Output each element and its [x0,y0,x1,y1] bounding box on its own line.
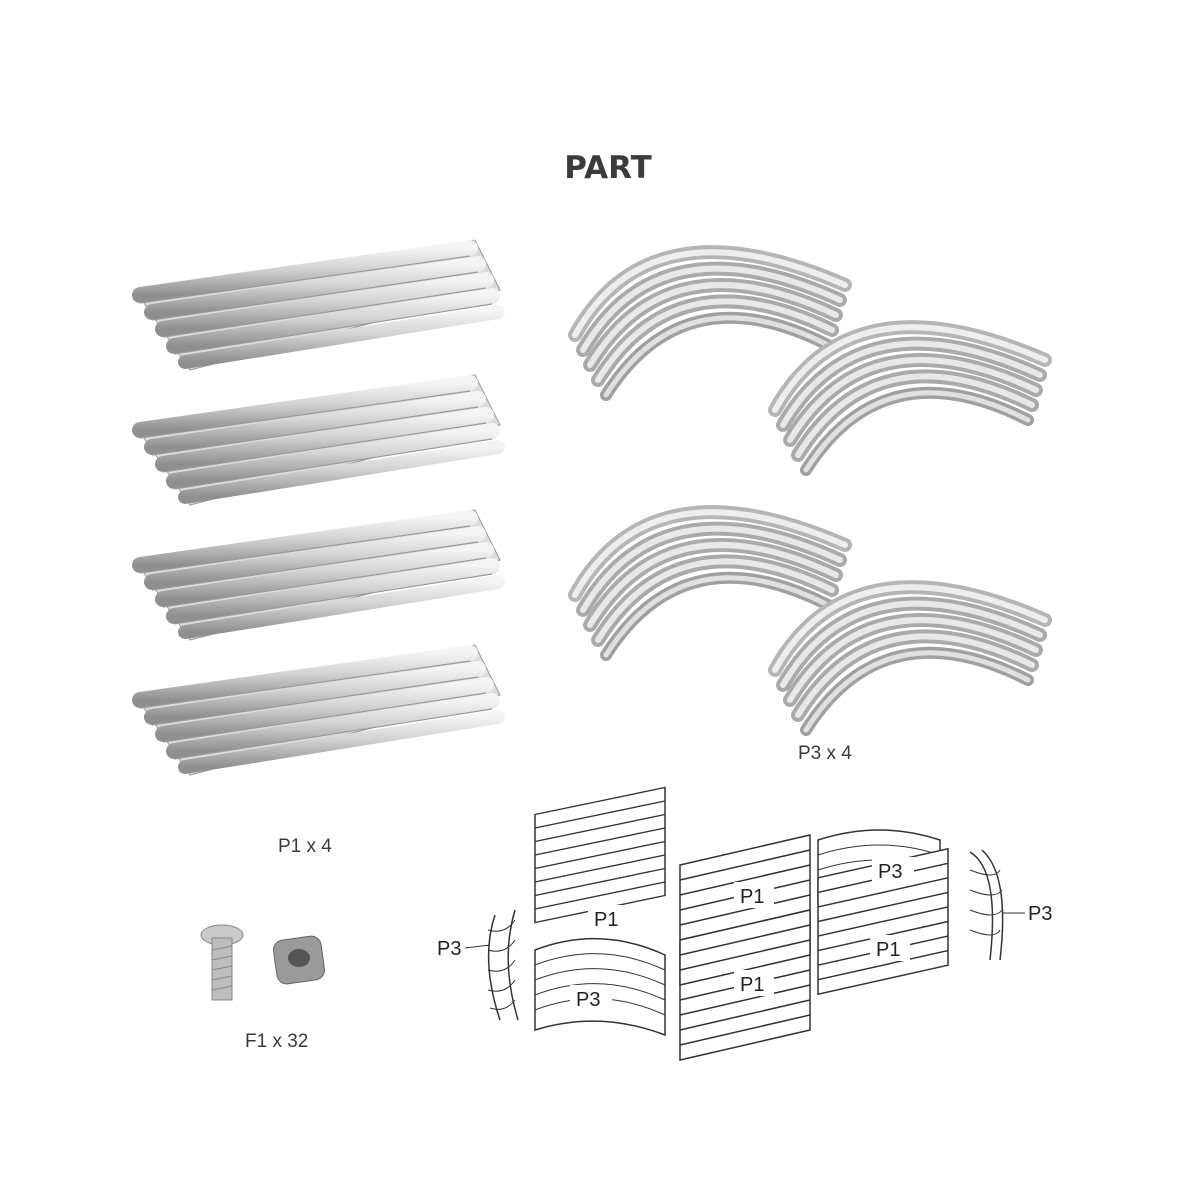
p1-sheet [135,240,500,370]
p1-sheets [135,240,500,775]
assembly-diagram: P1 P1 P1 P1 P3 P3 P3 P3 [437,786,1052,1061]
square-nut-icon [272,935,326,985]
assembly-label-p1: P1 [734,882,774,908]
assembly-label-p1: P1 [870,935,910,961]
assembly-label-p3: P3 [1028,903,1052,925]
svg-text:P1: P1 [740,974,764,996]
p3-arches [575,252,1045,730]
p1-sheet [135,510,500,640]
svg-text:P3: P3 [576,989,600,1011]
p3-quantity-label: P3 x 4 [798,743,852,764]
screw-icon [200,924,244,1001]
page-title: PART [564,150,652,186]
assembly-label-p3: P3 [570,985,612,1011]
p3-arch [775,327,1045,470]
assembly-label-p1: P1 [588,905,628,931]
svg-text:P3: P3 [437,938,461,960]
svg-text:P1: P1 [594,909,618,931]
svg-text:P3: P3 [1028,903,1052,925]
svg-text:P3: P3 [878,861,902,883]
p1-sheet [135,645,500,775]
p3-arch [775,587,1045,730]
p1-quantity-label: P1 x 4 [278,836,332,857]
p1-sheet [135,375,500,505]
assembly-label-p1: P1 [734,970,774,996]
f1-quantity-label: F1 x 32 [245,1031,309,1052]
assembly-label-p3: P3 [872,857,914,883]
assembly-label-p3: P3 [437,938,461,960]
svg-text:P1: P1 [740,886,764,908]
svg-text:P1: P1 [876,939,900,961]
